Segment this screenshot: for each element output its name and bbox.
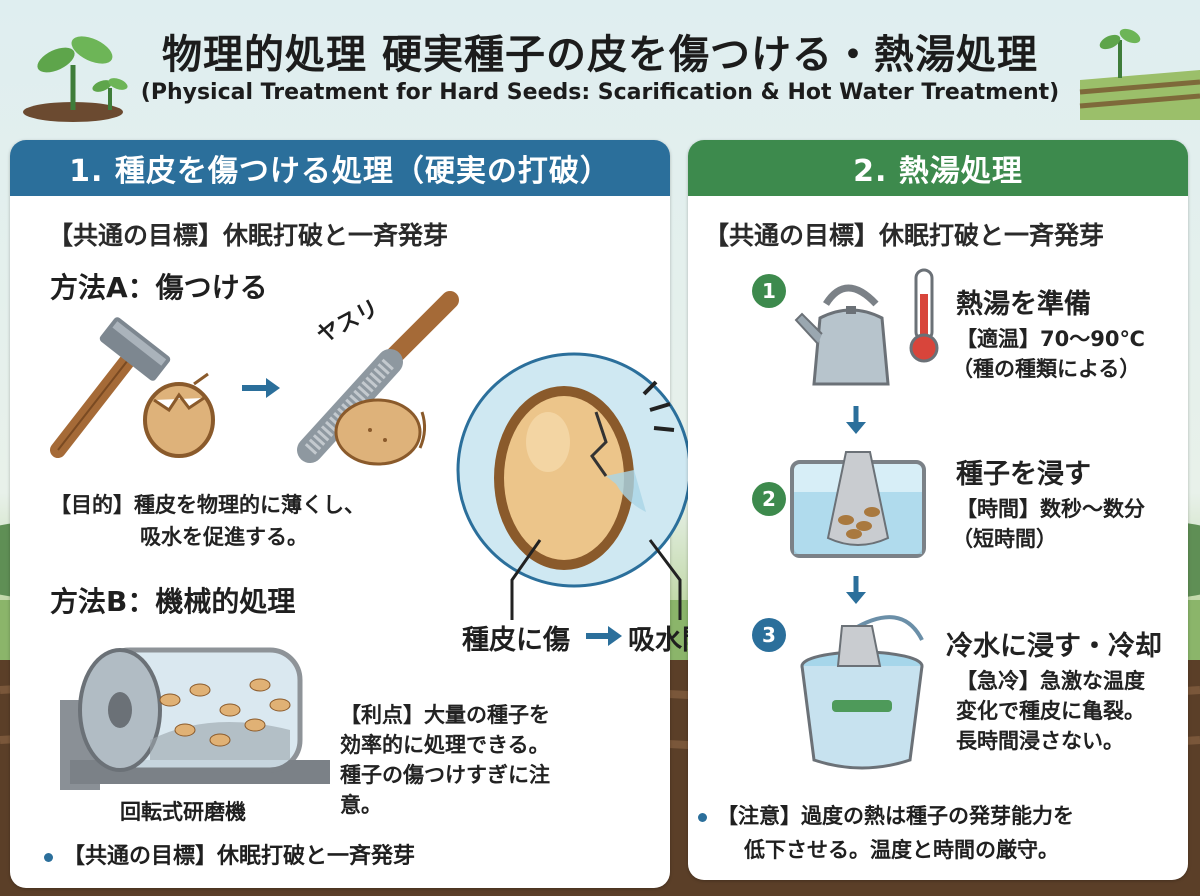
step-3-title: 冷水に浸す・冷却 [946, 631, 1162, 662]
common-goal-label: 【共通の目標】休眠打破と一斉発芽 [704, 221, 1105, 250]
merit-text-2: 効率的に処理できる。 [340, 733, 550, 757]
step-2-badge: 2 [752, 482, 786, 516]
step-3-line-2: 変化で種皮に亀裂。 [956, 699, 1145, 723]
purpose-text-1: 【目的】種皮を物理的に薄くし、 [50, 493, 365, 517]
hot-water-panel: 2. 熱湯処理 【共通の目標】休眠打破と一斉発芽 1 熱湯を準備 【適温】70～… [688, 140, 1188, 880]
caution-line-1: 【注意】過度の熱は種子の発芽能力を [698, 800, 1074, 830]
net-bag-icon [790, 451, 926, 558]
arrow-right-icon [242, 378, 280, 398]
merit-text-3: 種子の傷つけすぎに注 [340, 763, 550, 787]
arrow-down-icon [846, 406, 866, 434]
header: 物理的処理 硬実種子の皮を傷つける・熱湯処理 (Physical Treatme… [0, 0, 1200, 128]
step-2-line-1: 【時間】数秒～数分 [956, 497, 1145, 521]
common-goal-label: 【共通の目標】休眠打破と一斉発芽 [48, 221, 449, 250]
step-1-badge: 1 [752, 274, 786, 308]
arrow-right-icon [586, 626, 622, 646]
merit-text-4: 意。 [340, 793, 382, 817]
bucket-icon [800, 615, 924, 770]
purpose-text-2: 吸水を促進する。 [140, 525, 308, 549]
step-3-badge: 3 [752, 618, 786, 652]
step-1-line-1: 【適温】70～90℃ [956, 327, 1145, 351]
step-3-line-3: 長時間浸さない。 [956, 729, 1124, 753]
method-a-label: 方法A：傷つける [50, 271, 268, 304]
farm-field-icon [1079, 28, 1200, 120]
seedling-icon [23, 36, 128, 122]
seed-icon [334, 398, 427, 466]
file-rasp-icon [297, 291, 459, 463]
tumbler-machine-icon [60, 647, 330, 790]
step-2-line-2: （短時間） [952, 527, 1057, 551]
caution-line-2: 低下させる。温度と時間の厳守。 [744, 838, 1059, 862]
hot-water-heading: 2. 熱湯処理 [688, 140, 1188, 196]
bottom-goal-text: 【共通の目標】休眠打破と一斉発芽 [63, 844, 416, 869]
step-3-line-1: 【急冷】急激な温度 [956, 669, 1145, 693]
method-b-label: 方法B：機械的処理 [50, 585, 296, 618]
hammer-icon [50, 317, 171, 458]
seed-icon [143, 372, 215, 458]
bottom-goal: 【共通の目標】休眠打破と一斉発芽 [44, 838, 415, 870]
scarification-heading: 1. 種皮を傷つける処理（硬実の打破） [10, 140, 670, 196]
bullet-icon [44, 852, 53, 862]
step-1-line-2: （種の種類による） [952, 357, 1141, 381]
kettle-icon [794, 284, 890, 386]
thermometer-icon [909, 268, 939, 363]
step-1-title: 熱湯を準備 [956, 289, 1091, 320]
caution-text-1: 【注意】過度の熱は種子の発芽能力を [717, 804, 1074, 828]
page-subtitle: (Physical Treatment for Hard Seeds: Scar… [140, 80, 1060, 105]
seed-closeup-icon [456, 352, 692, 588]
page-title: 物理的処理 硬実種子の皮を傷つける・熱湯処理 [162, 32, 1038, 78]
machine-label: 回転式研磨機 [120, 800, 246, 824]
wound-label: 種皮に傷 [462, 625, 570, 656]
pointer-lines [510, 539, 682, 620]
bullet-icon [698, 812, 707, 822]
merit-text-1: 【利点】大量の種子を [340, 703, 550, 727]
step-2-title: 種子を浸す [956, 459, 1091, 490]
arrow-down-icon [846, 576, 866, 604]
